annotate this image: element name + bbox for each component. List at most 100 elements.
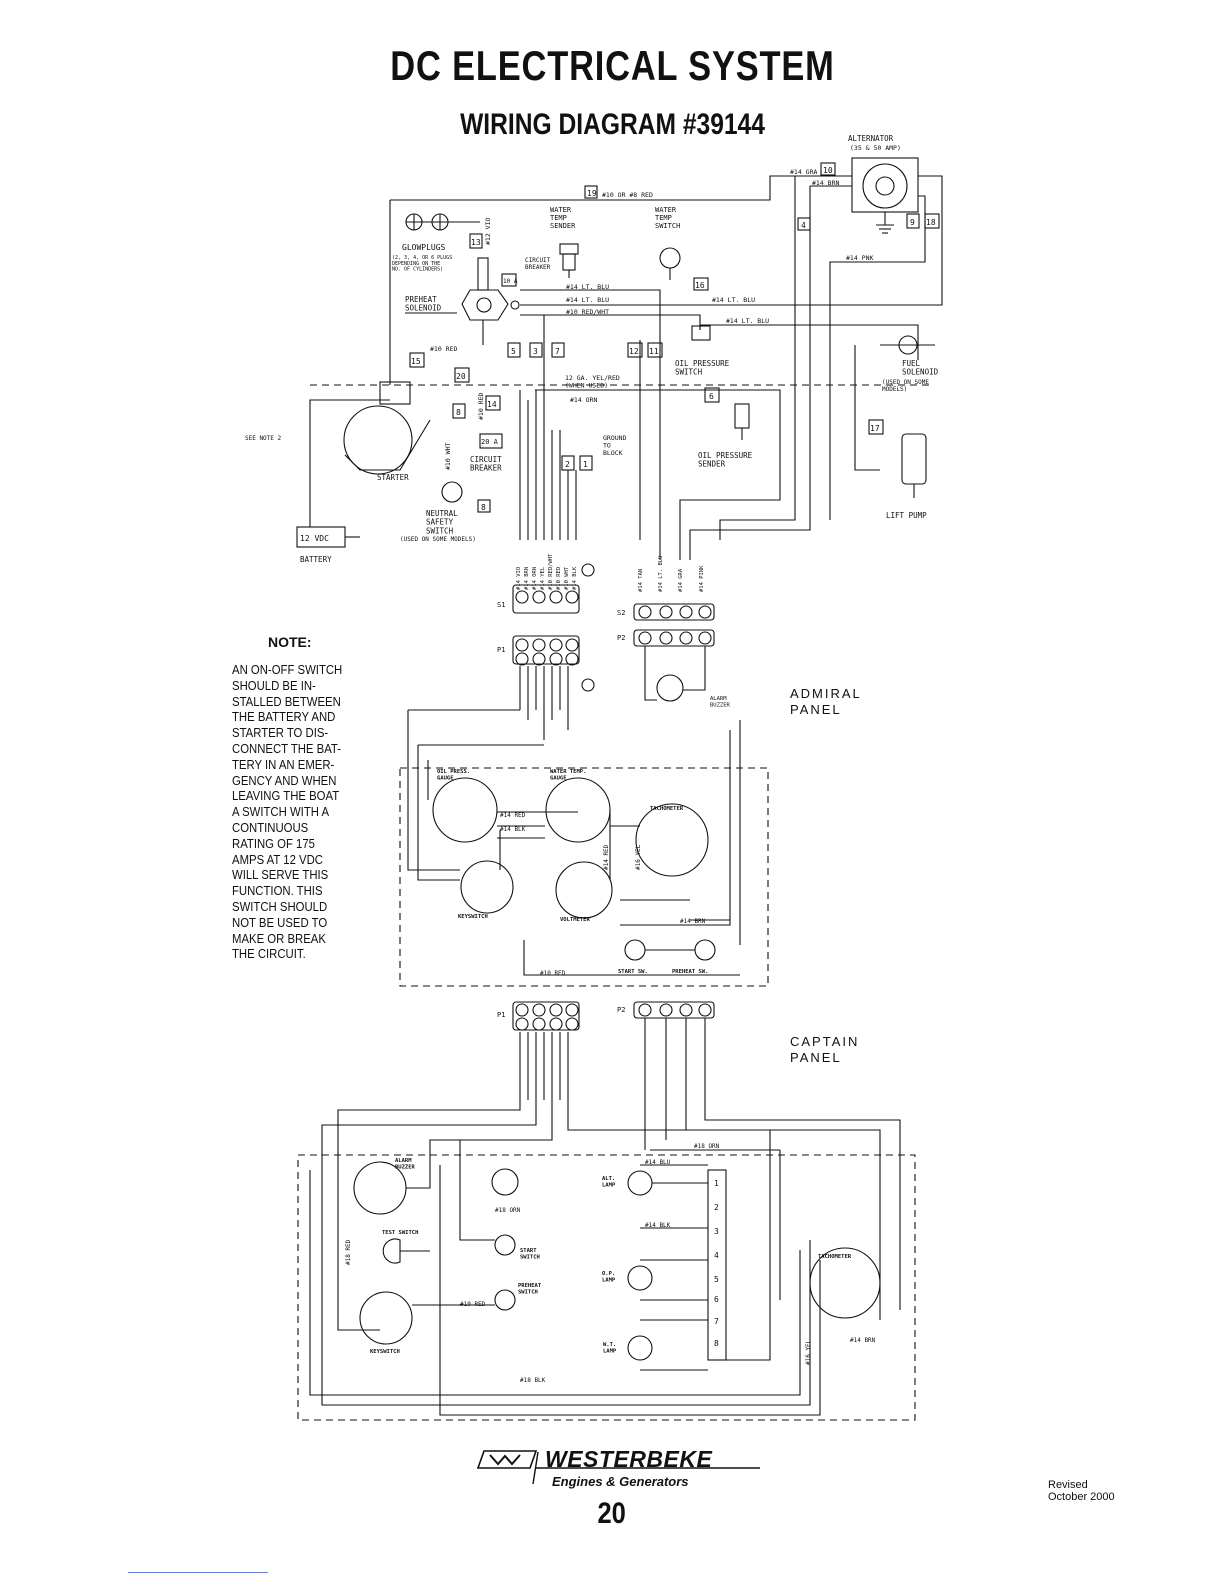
wire-no-16: 16 <box>695 281 705 290</box>
wire-no-2: 2 <box>565 460 570 469</box>
brand-name: WESTERBEKE <box>545 1446 713 1472</box>
wt-lamp-label: W.T.LAMP <box>603 1342 617 1354</box>
admiral-wire-blk: #14 BLK <box>500 826 526 833</box>
terminal-8: 8 <box>714 1339 719 1348</box>
wire-label-ltblu4: #14 LT. BLU <box>726 317 769 325</box>
note-text: AN ON-OFF SWITCH SHOULD BE IN- STALLED B… <box>232 662 343 962</box>
wire-no-18: 18 <box>926 218 936 227</box>
revised-date: Revised October 2000 <box>1048 1479 1115 1503</box>
alternator-label: ALTERNATOR <box>848 134 894 143</box>
westerbeke-logo <box>476 1450 760 1485</box>
page-title: DC ELECTRICAL SYSTEM <box>390 42 835 89</box>
wire-label-orn: #14 ORN <box>570 396 597 404</box>
wire-label-19: #10 OR #8 RED <box>602 191 653 199</box>
captain-keyswitch-label: KEYSWITCH <box>370 1349 400 1355</box>
oil-press-gauge-label: OIL PRESS.GAUGE <box>437 769 470 781</box>
wire-no-19: 19 <box>587 189 597 198</box>
wire-no-7: 7 <box>555 347 560 356</box>
s1-wire-3: #14 ORN <box>532 567 538 590</box>
wire-label-pnk: #14 PNK <box>846 254 873 262</box>
admiral-wire-yel: #16 YEL <box>635 844 642 870</box>
wire-no-12: 12 <box>629 347 639 356</box>
admiral-panel-label: ADMIRAL PANEL <box>790 686 862 717</box>
wire-no-4: 4 <box>801 221 806 230</box>
admiral-preheat-sw-label: PREHEAT SW. <box>672 969 708 975</box>
lift-pump: LIFT PUMP <box>886 433 927 520</box>
s2-wire-2: #14 LT. BLU <box>658 556 664 592</box>
neutral-switch-note: (USED ON SOME MODELS) <box>400 536 476 543</box>
wire-no-15: 15 <box>411 357 421 366</box>
captain-wire-red10: #10 RED <box>460 1301 486 1308</box>
wire-no-13: 13 <box>471 238 481 247</box>
note-heading: NOTE: <box>268 634 312 650</box>
water-temp-gauge-label: WATER TEMP.GAUGE <box>550 769 586 781</box>
s1-wire-7: #10 WHT <box>564 566 570 590</box>
captain-wire-yel: #16 YEL <box>805 1339 812 1365</box>
wire-label-red15: #10 RED <box>430 345 457 353</box>
s1-wire-4: #14 YEL <box>540 566 546 590</box>
wire-label-redwht: #10 RED/WHT <box>566 308 609 316</box>
breaker-10a: 10 A <box>503 278 518 285</box>
captain-tachometer-label: TACHOMETER <box>818 1254 852 1260</box>
alternator-hub <box>875 176 895 196</box>
alternator-body <box>851 157 919 213</box>
captain-wire-blu: #14 BLU <box>645 1159 671 1166</box>
s1-wire-1: #14 VIO <box>516 567 522 590</box>
terminal-1: 1 <box>714 1179 719 1188</box>
s1-wire-6: #10 RED <box>556 567 562 590</box>
s1-wire-8: #14 BLK <box>572 566 578 590</box>
terminal-2: 2 <box>714 1203 719 1212</box>
wire-no-3: 3 <box>533 347 538 356</box>
wire-label-ltblu2: #14 LT. BLU <box>566 296 609 304</box>
s2-wire-4: #14 PINK <box>699 565 705 592</box>
wire-label-ltblu3: #14 LT. BLU <box>712 296 755 304</box>
captain-wire-blk18: #18 BLK <box>520 1377 546 1384</box>
starter-label: STARTER <box>377 473 409 482</box>
battery: 12 VDC BATTERY SEE NOTE 2 <box>245 399 390 564</box>
wire-label-wht-v: #10 WHT <box>444 443 452 470</box>
alternator: ALTERNATOR (35 & 50 AMP) <box>848 134 919 234</box>
plug-s2: S2 <box>617 609 625 617</box>
admiral-wire-red10: #10 RED <box>540 970 566 977</box>
battery-voltage: 12 VDC <box>300 534 329 543</box>
captain-wire-orn-top: #18 ORN <box>694 1143 720 1150</box>
wire-no-8b: 8 <box>481 503 486 512</box>
terminal-5: 5 <box>714 1275 719 1284</box>
wire-no-11: 11 <box>649 347 659 356</box>
admiral-keyswitch-label: KEYSWITCH <box>458 914 488 920</box>
s2-wire-1: #14 TAN <box>638 569 644 592</box>
wire-no-9: 9 <box>910 218 915 227</box>
captain-panel-label: CAPTAIN PANEL <box>790 1034 860 1065</box>
captain-plug-p1: P1 <box>497 1011 505 1019</box>
admiral-wire-red-v: #14 RED <box>603 844 610 870</box>
wire-label-ltblu1: #14 LT. BLU <box>566 283 609 291</box>
wire-no-5: 5 <box>511 347 516 356</box>
captain-plug-p2: P2 <box>617 1006 625 1014</box>
harness-s1: #14 VIO #14 BRN #14 ORN #14 YEL #10 RED/… <box>497 315 595 614</box>
brand-tagline: Engines & Generators <box>552 1474 689 1489</box>
captain-wire-blk: #14 BLK <box>645 1222 671 1229</box>
captain-wire-red: #18 RED <box>345 1239 352 1265</box>
wire-label-red-v: #10 RED <box>477 393 485 420</box>
s1-wire-5: #10 RED/WHT <box>548 553 554 590</box>
admiral-start-sw-label: START SW. <box>618 969 648 975</box>
